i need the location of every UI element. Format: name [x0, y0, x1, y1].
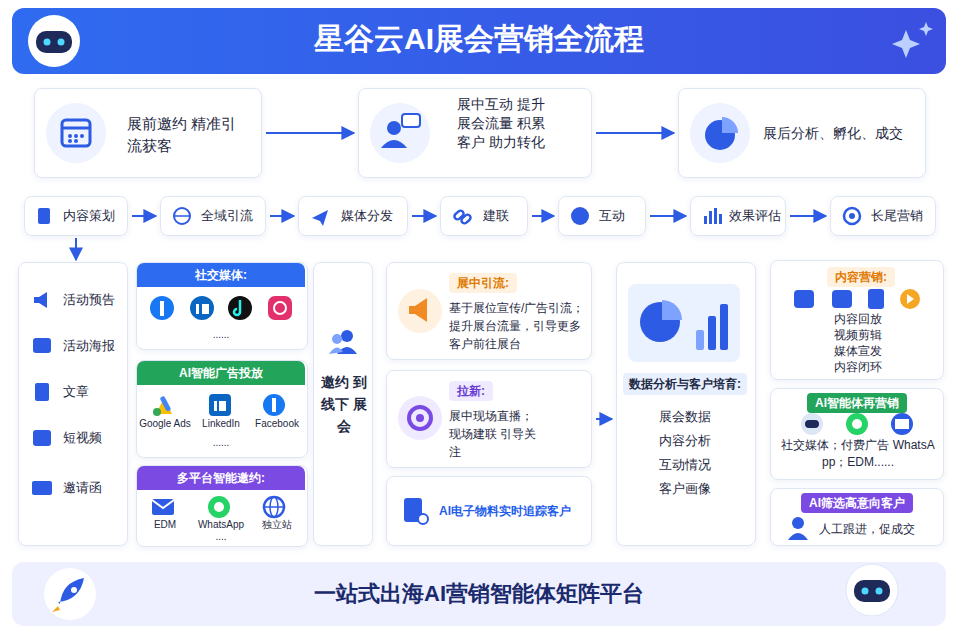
box-text: 活动预告 — [63, 291, 125, 309]
box-text: 拉新: — [449, 381, 493, 401]
flow-arrow — [412, 215, 436, 217]
caption-band — [12, 562, 946, 626]
box-text: 内容营销: — [827, 267, 895, 287]
box-text: ...... — [137, 329, 305, 341]
box-text: LinkedIn — [193, 418, 249, 430]
box-text: Facebook — [249, 418, 305, 430]
box-text: 人工跟进，促成交 — [819, 521, 939, 537]
flow-arrow — [132, 215, 156, 217]
invite-icons — [152, 496, 284, 518]
process-box: 效果评估 — [690, 196, 786, 236]
social-icons — [150, 296, 292, 320]
flow-arrow — [270, 215, 294, 217]
box-text: 互动 — [599, 208, 639, 224]
marketing-icons — [788, 289, 920, 540]
box-text: 活动海报 — [63, 337, 125, 355]
box-text: WhatsApp — [193, 519, 249, 531]
process-box: 多平台智能邀约: EDMWhatsApp独立站.... — [136, 465, 308, 547]
content-icons — [32, 292, 52, 495]
process-box: 展后分析、孵化、成交 — [678, 88, 926, 178]
box-text: 独立站 — [249, 519, 305, 531]
process-box: 互动 — [558, 196, 646, 236]
box-text: ...... — [137, 437, 305, 449]
process-box: AI电子物料实时追踪客户 — [386, 476, 592, 546]
box-text: 媒体分发 — [341, 208, 403, 224]
box-text: 客户画像 — [617, 481, 753, 497]
process-box: AI筛选高意向客户人工跟进，促成交 — [770, 488, 944, 546]
process-box: 数据分析与客户培育: 展会数据内容分析互动情况客户画像 — [616, 262, 756, 546]
process-box: 内容策划 — [24, 196, 128, 236]
process-box: 邀约 到线下 展会 — [313, 262, 373, 546]
flow-arrow — [75, 238, 77, 260]
box-text: 互动情况 — [617, 457, 753, 473]
box-text: 内容策划 — [63, 208, 125, 224]
top-icons — [46, 103, 750, 163]
box-text: EDM — [137, 519, 193, 531]
box-text: 数据分析与客户培育: — [623, 373, 747, 395]
title: 星谷云AI展会营销全流程 — [12, 20, 946, 58]
box-text: 基于展位宣传/广告引流； 提升展台流量，引导更多 客户前往展台 — [449, 299, 589, 353]
box-text: AI智能体再营销 — [807, 393, 907, 413]
process-box: 建联 — [440, 196, 528, 236]
box-text: 建联 — [483, 208, 523, 224]
box-text: 多平台智能邀约: — [137, 466, 305, 490]
robot-icon — [846, 564, 898, 616]
box-text: 展中互动 提升展会流量 积累客户 助力转化 — [457, 95, 557, 152]
box-text: 效果评估 — [729, 208, 783, 224]
box-text: 展后分析、孵化、成交 — [763, 123, 921, 143]
box-text: 展中引流: — [449, 273, 517, 293]
box-text: Google Ads — [137, 418, 193, 430]
sparkle — [892, 22, 933, 58]
process-box: 社交媒体:...... — [136, 262, 308, 350]
box-text: 内容回放 视频剪辑 媒体宣发 内容闭环 — [828, 311, 888, 375]
expo-icons — [398, 289, 442, 524]
title-band — [12, 8, 946, 74]
box-text: 邀约 到线下 展会 — [318, 371, 370, 437]
box-text: .... — [137, 531, 305, 543]
flow-arrow — [596, 418, 612, 420]
flow-arrow — [650, 215, 686, 217]
box-text: 内容分析 — [617, 433, 753, 449]
box-text: AI电子物料实时追踪客户 — [439, 503, 587, 519]
process-box: 展前邀约 精准引流获客 — [34, 88, 262, 178]
process-box: 拉新: 展中现场直播； 现场建联 引导关注 — [386, 370, 592, 468]
box-text: 社交媒体: — [137, 263, 305, 287]
box-text: 短视频 — [63, 429, 125, 447]
box-text: 展会数据 — [617, 409, 753, 425]
people-icon — [329, 330, 357, 354]
box-text: 邀请函 — [63, 479, 125, 497]
flow-arrow — [266, 132, 354, 134]
process-box: AI智能体再营销社交媒体；付费广告 WhatsApp；EDM...... — [770, 388, 944, 480]
box-text: AI筛选高意向客户 — [801, 493, 913, 513]
process-box: 内容营销: 内容回放 视频剪辑 媒体宣发 内容闭环 — [770, 260, 944, 380]
process-box: 展中互动 提升展会流量 积累客户 助力转化 — [358, 88, 592, 178]
process-box: 媒体分发 — [298, 196, 408, 236]
process-box: 全域引流 — [160, 196, 266, 236]
box-text: 展前邀约 精准引流获客 — [127, 113, 237, 157]
step-icons — [38, 207, 860, 226]
box-text: AI智能广告投放 — [137, 361, 305, 385]
box-text: 社交媒体；付费广告 WhatsApp；EDM...... — [781, 437, 935, 471]
flow-arrow — [532, 215, 554, 217]
box-text: 展中现场直播； 现场建联 引导关注 — [449, 407, 541, 461]
box-text: 文章 — [63, 383, 125, 401]
process-box: 活动预告活动海报文章短视频邀请函 — [18, 262, 128, 546]
box-text: 全域引流 — [201, 208, 263, 224]
ad-icons — [153, 394, 285, 416]
box-text: 长尾营销 — [871, 208, 933, 224]
flow-arrow — [790, 215, 826, 217]
robot-icon — [28, 15, 80, 67]
caption: 一站式出海AI营销智能体矩阵平台 — [12, 579, 946, 609]
rocket-icon — [44, 568, 96, 620]
process-box: 展中引流: 基于展位宣传/广告引流； 提升展台流量，引导更多 客户前往展台 — [386, 262, 592, 360]
flow-arrow — [596, 132, 674, 134]
process-box: 长尾营销 — [830, 196, 936, 236]
chart-illustration — [628, 284, 740, 362]
process-box: AI智能广告投放 Google AdsLinkedInFacebook...... — [136, 360, 308, 458]
